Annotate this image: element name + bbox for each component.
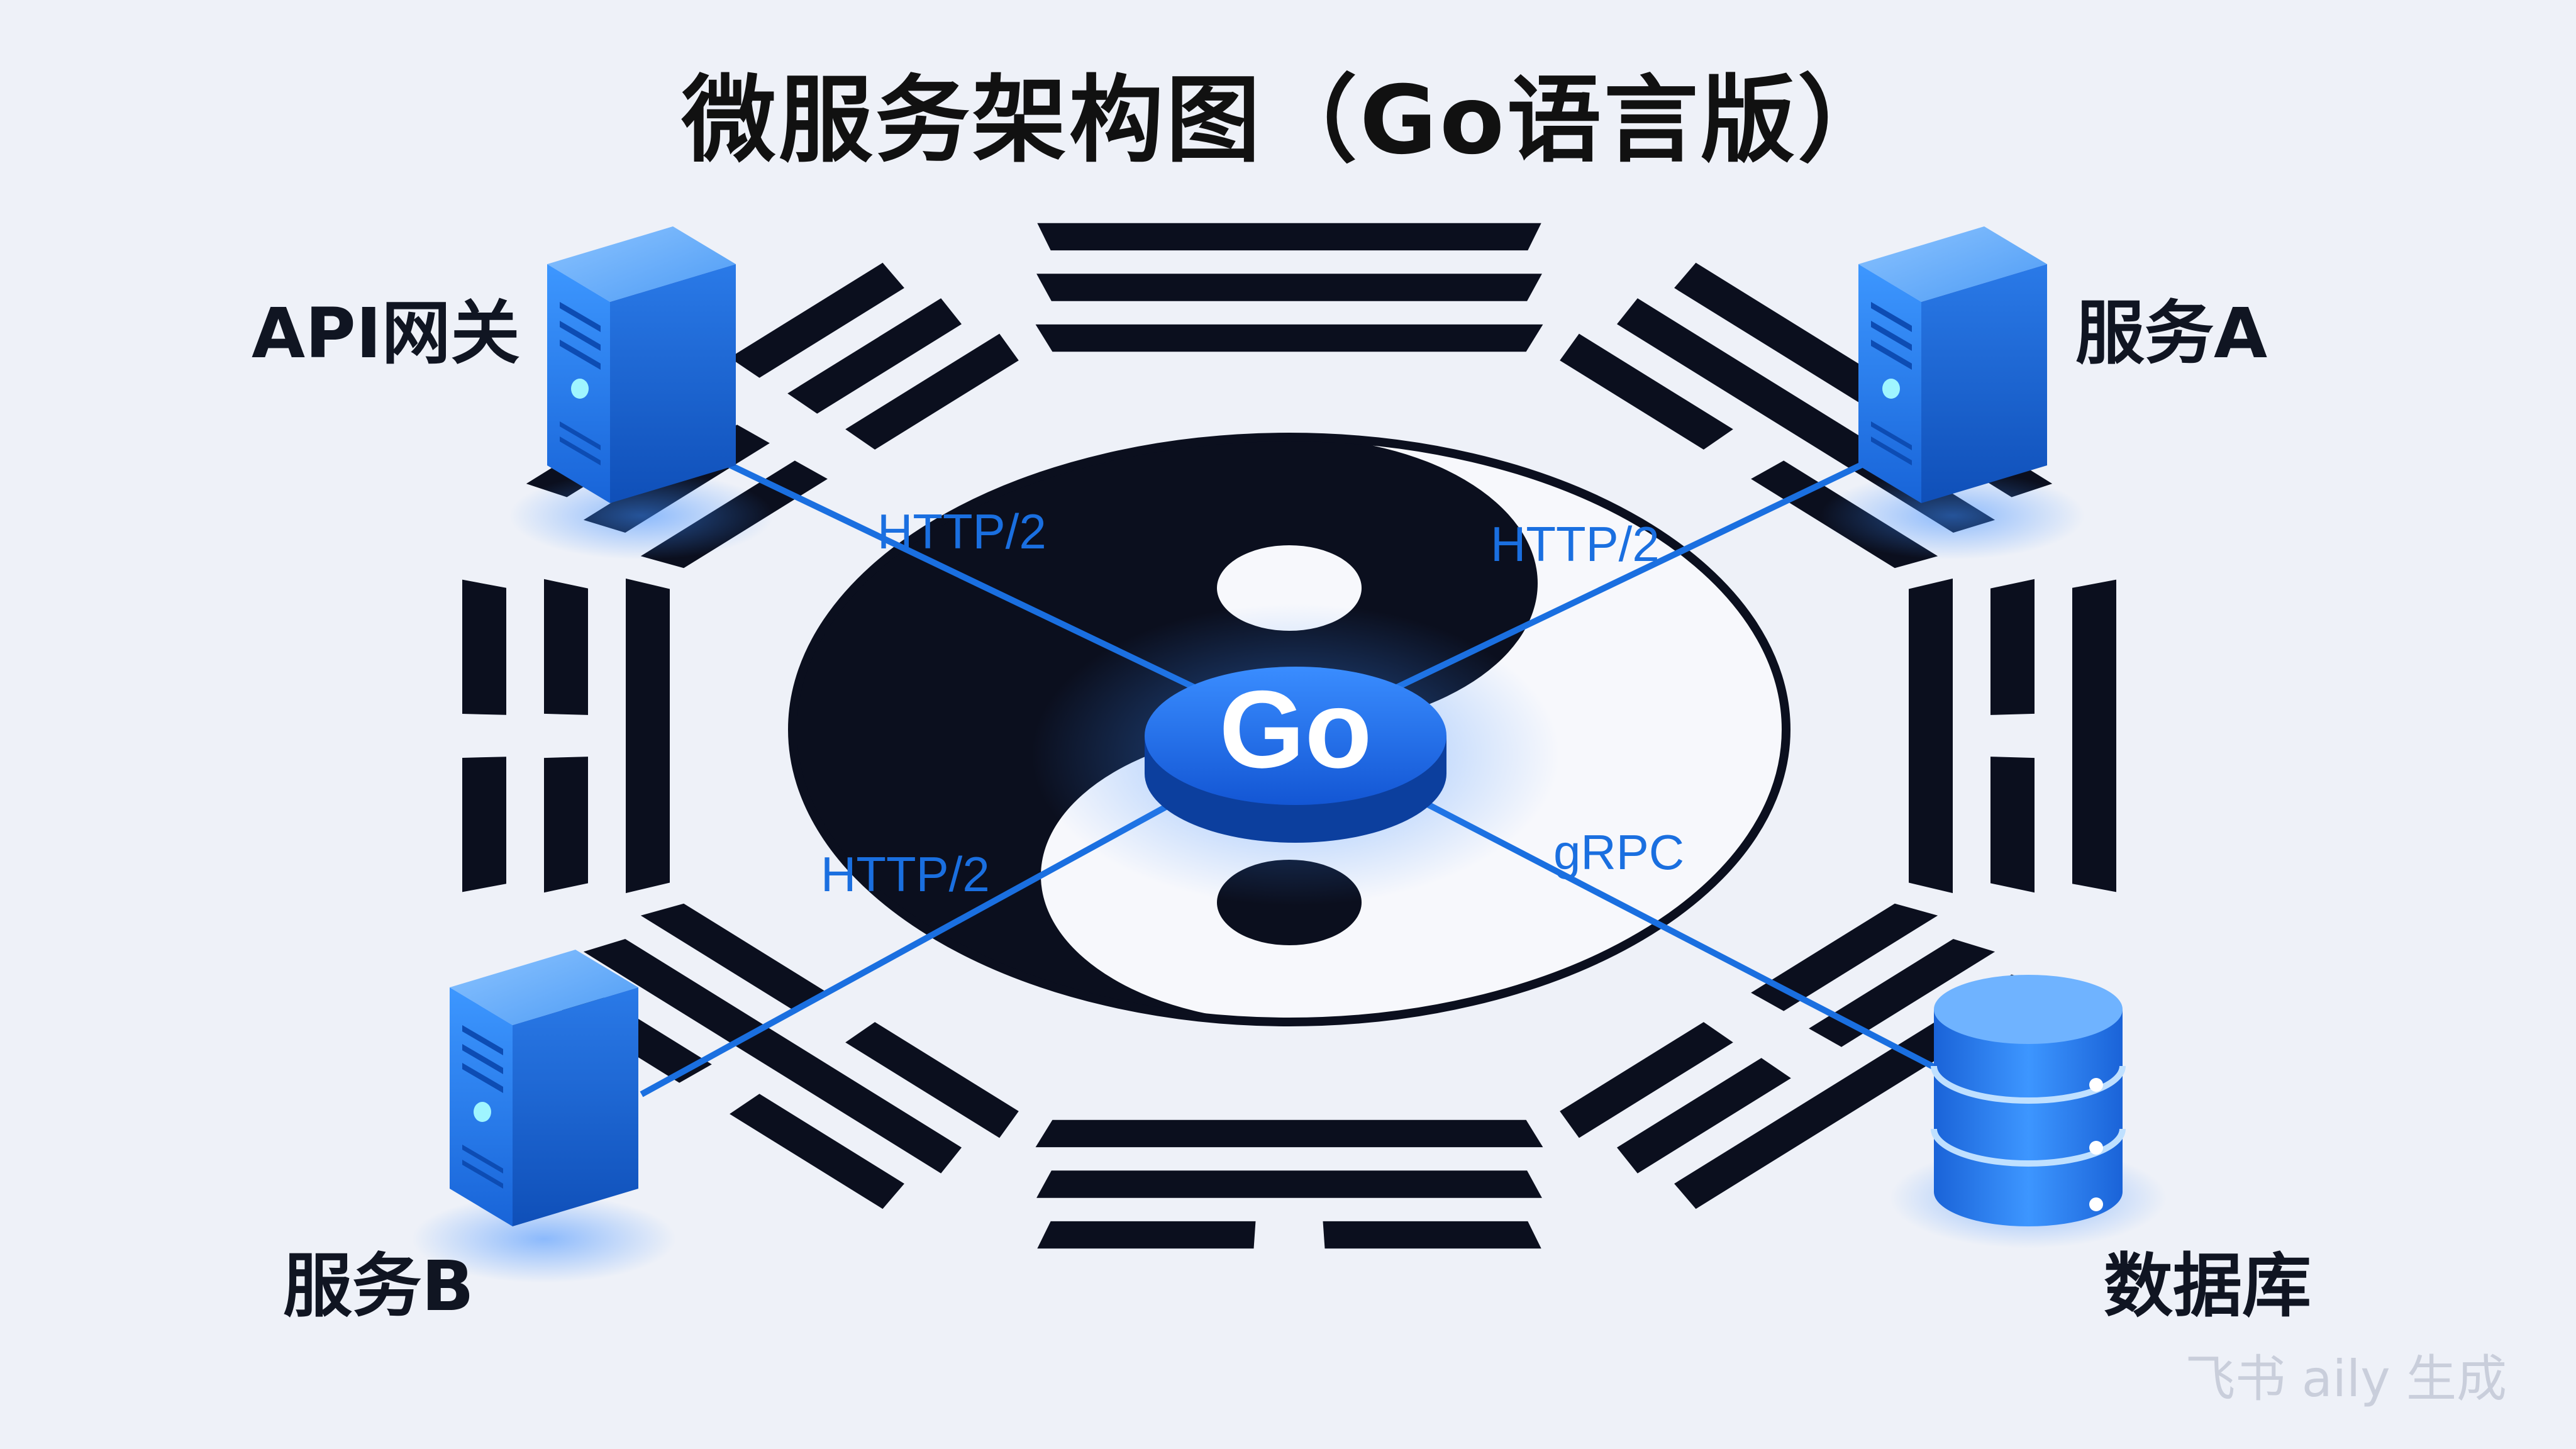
trigram-bar bbox=[1617, 1058, 1791, 1174]
trigram-bar bbox=[1323, 1221, 1541, 1249]
trigram-bar bbox=[1037, 1221, 1256, 1249]
trigram-bar bbox=[730, 262, 904, 378]
trigram-bar bbox=[640, 903, 828, 1011]
trigram-bar bbox=[845, 333, 1019, 450]
trigram-bar bbox=[1035, 324, 1543, 352]
trigram-bar bbox=[787, 298, 962, 414]
connection-label: HTTP/2 bbox=[1491, 516, 1660, 572]
trigram-bar bbox=[626, 578, 670, 894]
trigram-bar bbox=[462, 757, 506, 892]
trigram-bar bbox=[730, 1094, 904, 1209]
trigram-bar bbox=[1560, 333, 1733, 450]
trigram-bar bbox=[1036, 1170, 1542, 1198]
trigram-bar bbox=[544, 757, 588, 893]
trigram-bar bbox=[1990, 757, 2035, 893]
database-icon bbox=[1890, 975, 2167, 1248]
trigram-bar bbox=[1990, 579, 2035, 715]
go-hub bbox=[1031, 604, 1560, 906]
trigram-bar bbox=[1037, 223, 1541, 251]
node-label-service-b: 服务B bbox=[283, 1246, 474, 1326]
trigram-bar bbox=[583, 939, 962, 1174]
node-label-api-gateway: API网关 bbox=[252, 293, 520, 374]
watermark: 飞书 aily 生成 bbox=[2185, 1350, 2507, 1408]
trigram-bar bbox=[1751, 903, 1938, 1011]
page-title: 微服务架构图（Go语言版） bbox=[681, 66, 1895, 175]
connection-label: HTTP/2 bbox=[877, 504, 1046, 559]
go-hub-label: Go bbox=[1219, 669, 1372, 791]
trigram-bar bbox=[1809, 939, 1996, 1047]
trigram-bar bbox=[1035, 1119, 1543, 1148]
trigram-bar bbox=[544, 579, 588, 715]
trigram-bar bbox=[2072, 579, 2116, 892]
connection-label: gRPC bbox=[1553, 824, 1685, 880]
trigram-bar bbox=[462, 579, 506, 715]
trigram-bar bbox=[1909, 578, 1953, 894]
server-icon bbox=[509, 226, 774, 560]
trigram-bar bbox=[1036, 274, 1542, 301]
trigram-bar bbox=[1560, 1022, 1733, 1138]
node-label-service-a: 服务A bbox=[2075, 293, 2268, 374]
node-label-database: 数据库 bbox=[2104, 1246, 2311, 1326]
server-icon bbox=[1821, 226, 2085, 560]
trigram-bar bbox=[845, 1022, 1019, 1138]
connection-label: HTTP/2 bbox=[821, 847, 990, 902]
